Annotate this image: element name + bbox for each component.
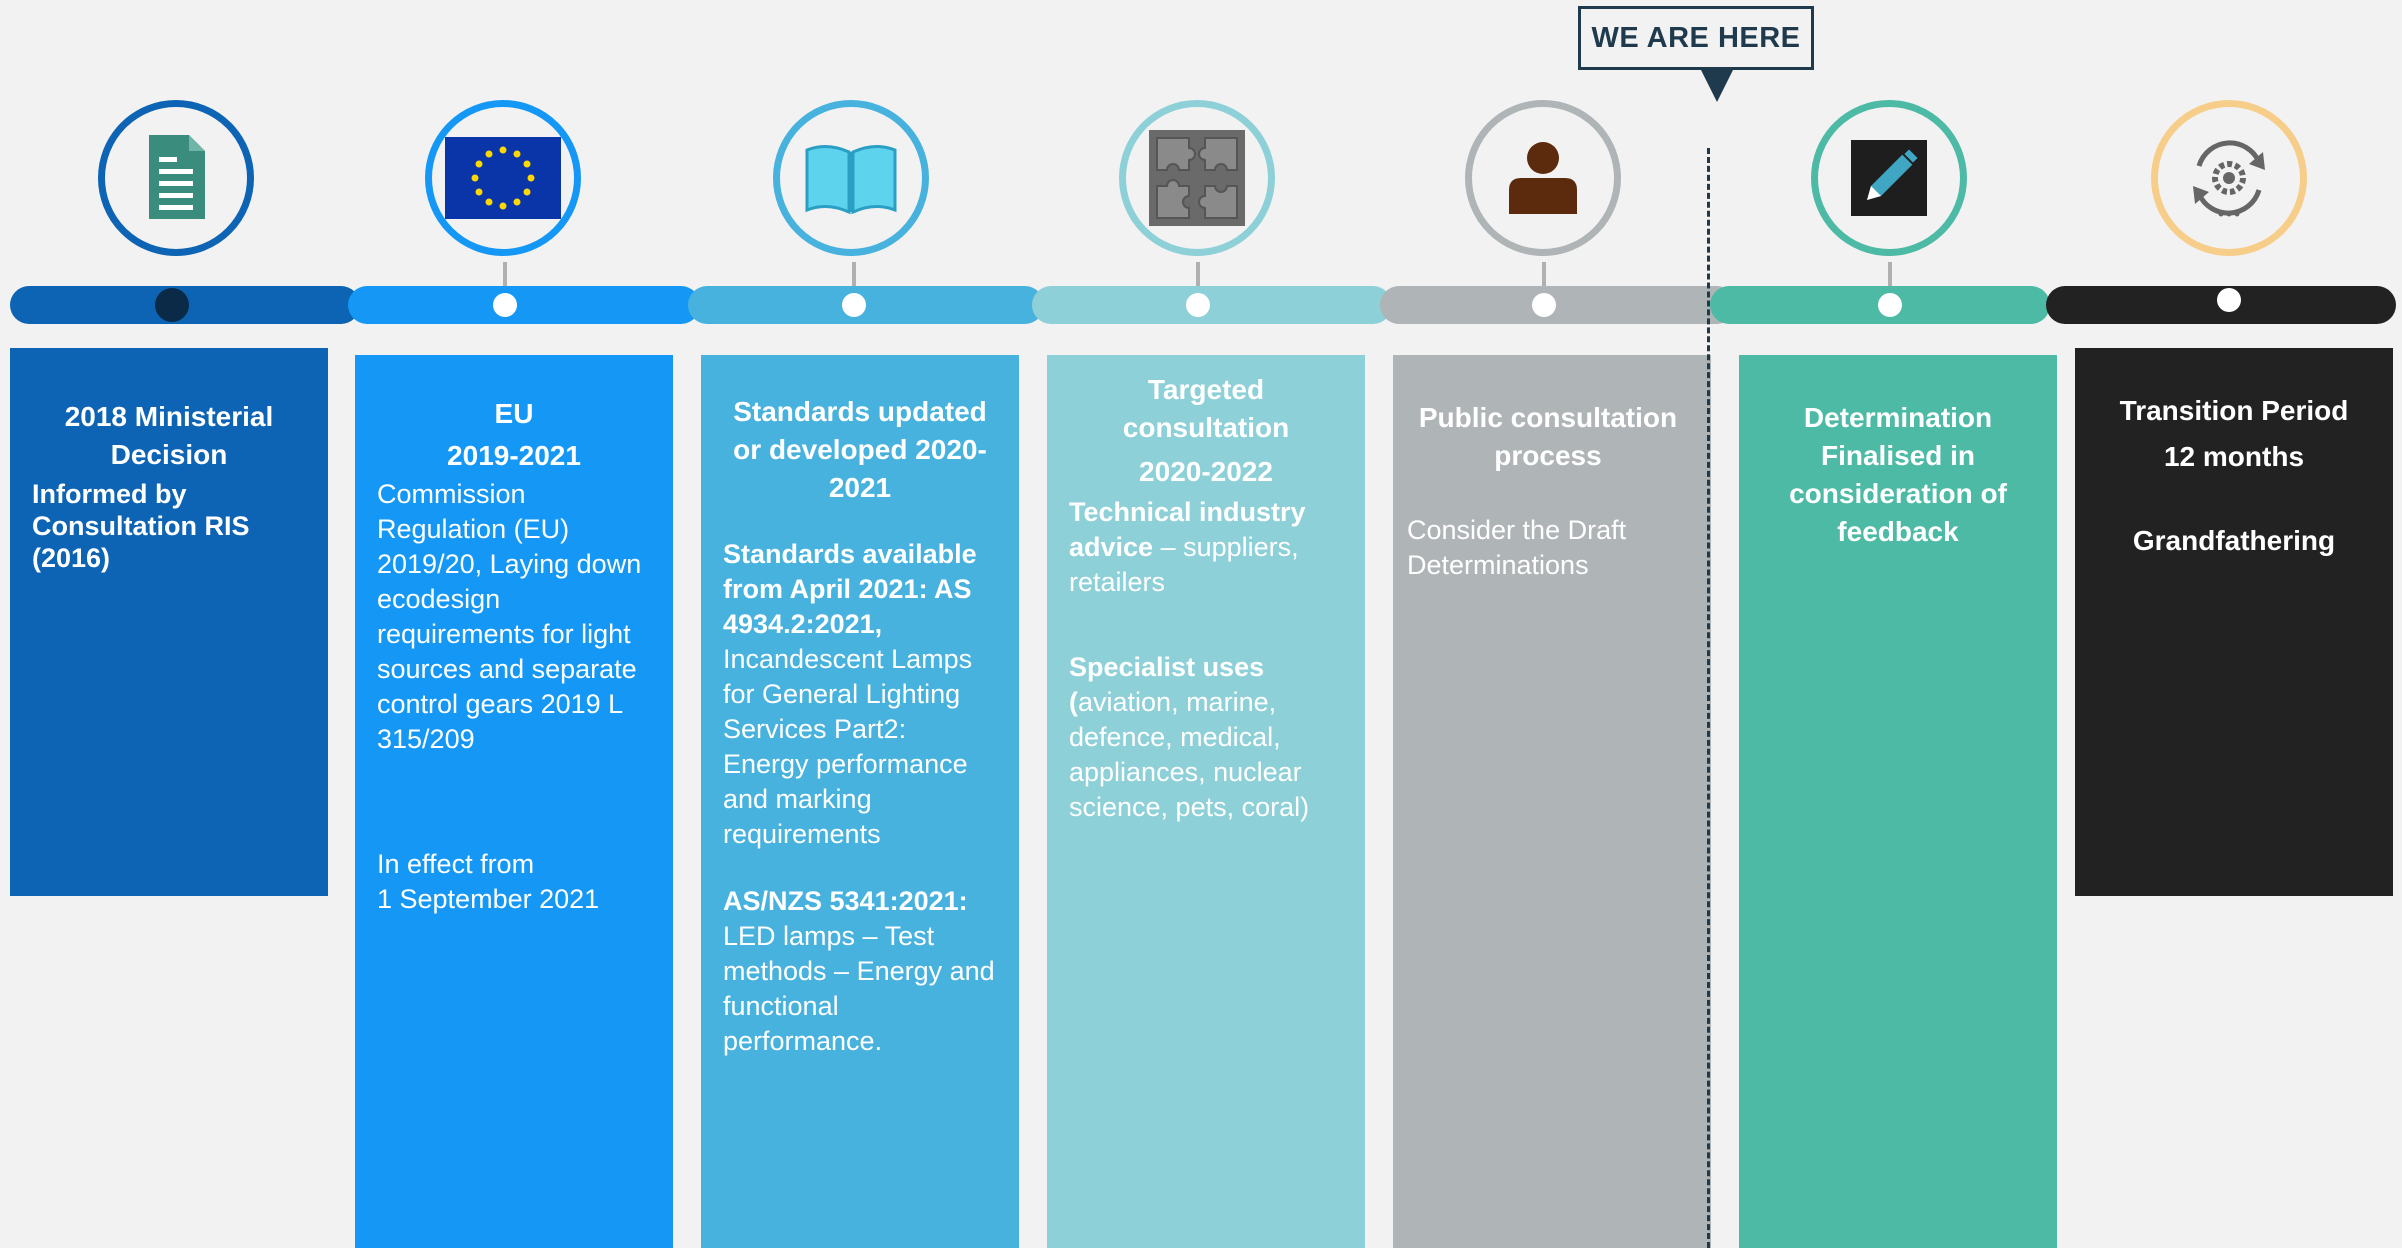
stem-6 xyxy=(1888,262,1892,292)
stage-3-card: Standards updated or developed 2020-2021… xyxy=(701,355,1019,1248)
stage-7-title-3: Grandfathering xyxy=(2132,525,2336,556)
stage-3-icon-ring xyxy=(773,100,929,256)
stage-3-standard-1: Standards available from April 2021: AS … xyxy=(723,537,997,852)
timeline-dot-3 xyxy=(842,293,866,317)
stage-7-title-1: Transition Period xyxy=(2119,395,2349,426)
stage-6-icon-ring xyxy=(1811,100,1967,256)
stem-5 xyxy=(1542,262,1546,292)
timeline-segment-3 xyxy=(688,286,1044,324)
person-icon xyxy=(1509,142,1577,214)
stage-4-advice-text: – suppliers, retailers xyxy=(1069,532,1299,597)
puzzle-icon xyxy=(1149,130,1245,226)
stage-7-title-2: 12 months xyxy=(2163,441,2305,472)
book-icon xyxy=(805,145,897,215)
stage-4-specialist: Specialist uses (aviation, marine, defen… xyxy=(1069,650,1343,825)
we-are-here-arrow xyxy=(1700,68,1734,102)
stage-4-title-1: Targeted consultation xyxy=(1122,374,1290,443)
stage-4-icon-ring xyxy=(1119,100,1275,256)
stage-5-icon-ring xyxy=(1465,100,1621,256)
stage-2-card: EU 2019-2021 Commission Regulation (EU) … xyxy=(355,355,673,1248)
stage-2-title-1: EU xyxy=(494,398,534,429)
stage-4-advice: Technical industry advice – suppliers, r… xyxy=(1069,495,1343,600)
stage-3-standard-2: AS/NZS 5341:2021: LED lamps – Test metho… xyxy=(723,884,997,1059)
stage-4-specialist-text: aviation, marine, defence, medical, appl… xyxy=(1069,687,1310,822)
stage-2-icon-ring xyxy=(425,100,581,256)
document-icon xyxy=(149,135,205,219)
timeline-dot-2 xyxy=(493,293,517,317)
stage-4-card: Targeted consultation 2020-2022 Technica… xyxy=(1047,355,1365,1248)
stage-5-body: Consider the Draft Determinations xyxy=(1407,515,1627,580)
eu-flag-icon xyxy=(445,137,561,219)
stem-3 xyxy=(852,262,856,292)
we-are-here-line xyxy=(1707,148,1710,1248)
stage-3-standard-1-text: Incandescent Lamps for General Lighting … xyxy=(723,644,973,849)
timeline-segment-2 xyxy=(348,286,700,324)
timeline-dot-6 xyxy=(1878,293,1902,317)
stage-2-title-2: 2019-2021 xyxy=(447,440,581,471)
stem-4 xyxy=(1196,262,1200,292)
stage-3-standard-2-text: LED lamps – Test methods – Energy and fu… xyxy=(723,921,995,1056)
stage-4-title-2: 2020-2022 xyxy=(1139,456,1273,487)
stage-1-title: 2018 Ministerial Decision xyxy=(64,401,274,470)
stage-4-advice-bold: Technical industry advice xyxy=(1069,497,1306,562)
stage-7-card: Transition Period 12 months Grandfatheri… xyxy=(2075,348,2393,896)
stage-3-standard-2-bold: AS/NZS 5341:2021: xyxy=(723,886,968,916)
stage-5-card: Public consultation process Consider the… xyxy=(1393,355,1711,1248)
timeline-segment-4 xyxy=(1032,286,1392,324)
timeline-dot-1 xyxy=(155,288,189,322)
we-are-here-label: WE ARE HERE xyxy=(1578,6,1814,70)
stage-1-icon-ring xyxy=(98,100,254,256)
timeline-dot-5 xyxy=(1532,293,1556,317)
stem-2 xyxy=(503,262,507,292)
timeline-dot-4 xyxy=(1186,293,1210,317)
timeline-segment-5 xyxy=(1380,286,1736,324)
stage-4-specialist-bold: Specialist uses ( xyxy=(1069,652,1265,717)
stage-2-effect-date: 1 September 2021 xyxy=(377,884,600,914)
pencil-icon xyxy=(1851,140,1927,216)
stage-6-card: Determination Finalised in consideration… xyxy=(1739,355,2057,1248)
stage-6-title: Determination Finalised in consideration… xyxy=(1789,402,2007,547)
stage-5-title: Public consultation process xyxy=(1418,402,1678,471)
stage-3-title: Standards updated or developed 2020-2021 xyxy=(733,396,987,503)
stage-2-body: Commission Regulation (EU) 2019/20, Layi… xyxy=(377,479,642,754)
stage-1-body: Informed by Consultation RIS (2016) xyxy=(32,479,250,573)
stage-3-standard-1-bold: Standards available from April 2021: AS … xyxy=(723,539,977,639)
stage-7-icon-ring xyxy=(2151,100,2307,256)
gear-cycle-icon xyxy=(2193,140,2265,217)
stage-2-effect-label: In effect from xyxy=(377,849,535,879)
timeline-dot-7 xyxy=(2217,288,2241,312)
stage-1-card: 2018 Ministerial Decision Informed by Co… xyxy=(10,348,328,896)
